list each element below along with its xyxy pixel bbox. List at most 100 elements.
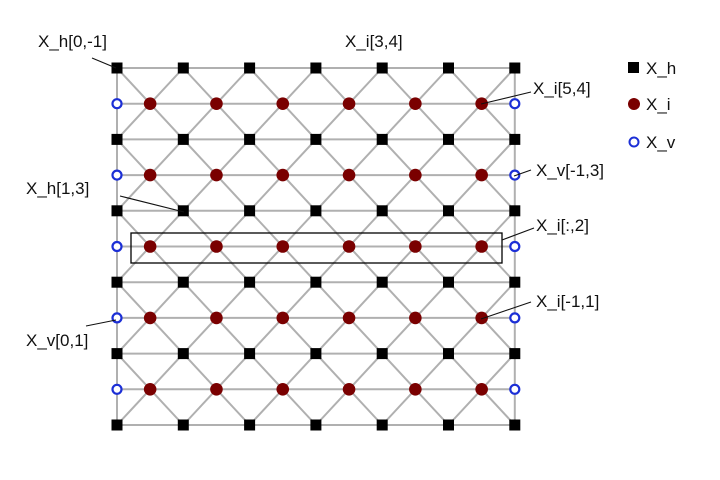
diagonal-edge	[348, 138, 383, 176]
diagonal-edge	[414, 317, 450, 355]
diagonal-edge	[282, 210, 317, 248]
x-h-node	[509, 348, 521, 360]
diagonal-edge	[381, 174, 417, 212]
diagonal-edge	[447, 388, 483, 426]
x-i-node	[210, 311, 223, 325]
x-i-node	[276, 97, 290, 110]
diagonal-edge	[116, 388, 151, 426]
x-h-node	[443, 419, 454, 431]
diagonal-edge	[248, 210, 284, 248]
diagonal-edge	[480, 281, 516, 319]
x-v-node	[111, 169, 123, 181]
x-v-node	[111, 312, 123, 324]
diagonal-edge	[182, 388, 218, 426]
x-i-node	[342, 311, 356, 325]
diagonal-edge	[414, 103, 450, 141]
leader-xi-colon-2	[501, 227, 535, 241]
x-h-node	[177, 348, 189, 360]
blue-ring-icon	[628, 136, 640, 148]
diagonal-edge	[149, 174, 185, 212]
diagonal-edge	[315, 103, 350, 141]
diagonal-edge	[215, 245, 251, 283]
diagonal-edge	[282, 317, 317, 355]
x-i-node	[475, 311, 488, 325]
x-h-node	[443, 348, 454, 360]
diagonal-edge	[149, 352, 185, 390]
x-i-nodes	[143, 97, 488, 396]
diagonal-edge	[381, 388, 417, 426]
diagonal-edge	[414, 388, 450, 426]
x-h-node	[244, 205, 256, 217]
diagonal-edge	[116, 138, 151, 176]
x-h-node	[376, 62, 388, 74]
callout-leaders	[85, 57, 535, 327]
diagonal-edge	[215, 174, 251, 212]
x-h-node	[376, 133, 388, 145]
diagonal-edge	[215, 67, 251, 105]
legend: X_h X_i X_v	[628, 59, 676, 152]
row-highlight-box	[130, 232, 503, 264]
diagonal-edge	[315, 138, 350, 176]
x-h-node	[177, 419, 189, 431]
diagonal-edge	[447, 67, 483, 105]
diagonal-edge	[381, 352, 417, 390]
diagonal-edge	[282, 174, 317, 212]
diagonal-edge	[348, 245, 383, 283]
x-h-node	[443, 276, 454, 288]
diagonal-edge	[182, 210, 218, 248]
diagonal-edge	[381, 67, 417, 105]
x-i-node	[276, 383, 290, 396]
diagonal-edge	[414, 174, 450, 212]
x-i-node	[210, 97, 223, 110]
x-h-node	[111, 133, 123, 145]
legend-item-x-h: X_h	[628, 59, 676, 78]
x-h-node	[177, 276, 189, 288]
diagonal-edge	[149, 281, 185, 319]
diagonal-edge	[116, 67, 151, 105]
leader-xh-1-3	[119, 195, 185, 213]
x-i-node	[276, 168, 290, 182]
x-h-node	[443, 62, 454, 74]
x-h-node	[509, 133, 521, 145]
x-h-node	[310, 419, 322, 431]
diagonal-edge	[248, 103, 284, 141]
diagonal-edge	[348, 388, 383, 426]
x-i-node	[409, 168, 422, 182]
red-circle-icon	[628, 98, 640, 110]
diagonal-edge	[447, 210, 483, 248]
x-i-node	[143, 311, 157, 325]
x-h-node	[509, 205, 521, 217]
x-i-node	[342, 383, 356, 396]
diagonal-edge	[248, 388, 284, 426]
diagonal-edge	[149, 388, 185, 426]
legend-label-x-h: X_h	[646, 59, 676, 78]
diagonal-edge	[315, 317, 350, 355]
diagonal-edge	[149, 138, 185, 176]
diagonal-edge	[182, 317, 218, 355]
x-i-node	[475, 168, 488, 182]
leader-xi-5-4	[480, 91, 532, 105]
diagonal-edge	[348, 103, 383, 141]
x-i-node	[409, 97, 422, 110]
diagonal-edge	[282, 352, 317, 390]
x-h-node	[376, 348, 388, 360]
x-i-node	[409, 240, 422, 253]
x-i-node	[143, 383, 157, 396]
diagonal-edge	[447, 317, 483, 355]
diagonal-edge	[447, 281, 483, 319]
diagonal-edge	[149, 210, 185, 248]
diagonal-edge	[116, 352, 151, 390]
label-xh-1-3: X_h[1,3]	[26, 179, 89, 198]
x-v-node	[111, 98, 123, 110]
x-i-node	[342, 97, 356, 110]
diagonal-edge	[447, 174, 483, 212]
legend-label-x-v: X_v	[646, 133, 676, 152]
label-xv-0-1: X_v[0,1]	[26, 331, 88, 350]
diagonal-edge	[215, 210, 251, 248]
leader-xv-m1-3	[513, 169, 532, 177]
label-xi-5-4: X_i[5,4]	[533, 79, 591, 98]
x-h-node	[310, 276, 322, 288]
label-xh-0-m1: X_h[0,-1]	[38, 32, 107, 51]
x-v-node	[509, 240, 521, 253]
